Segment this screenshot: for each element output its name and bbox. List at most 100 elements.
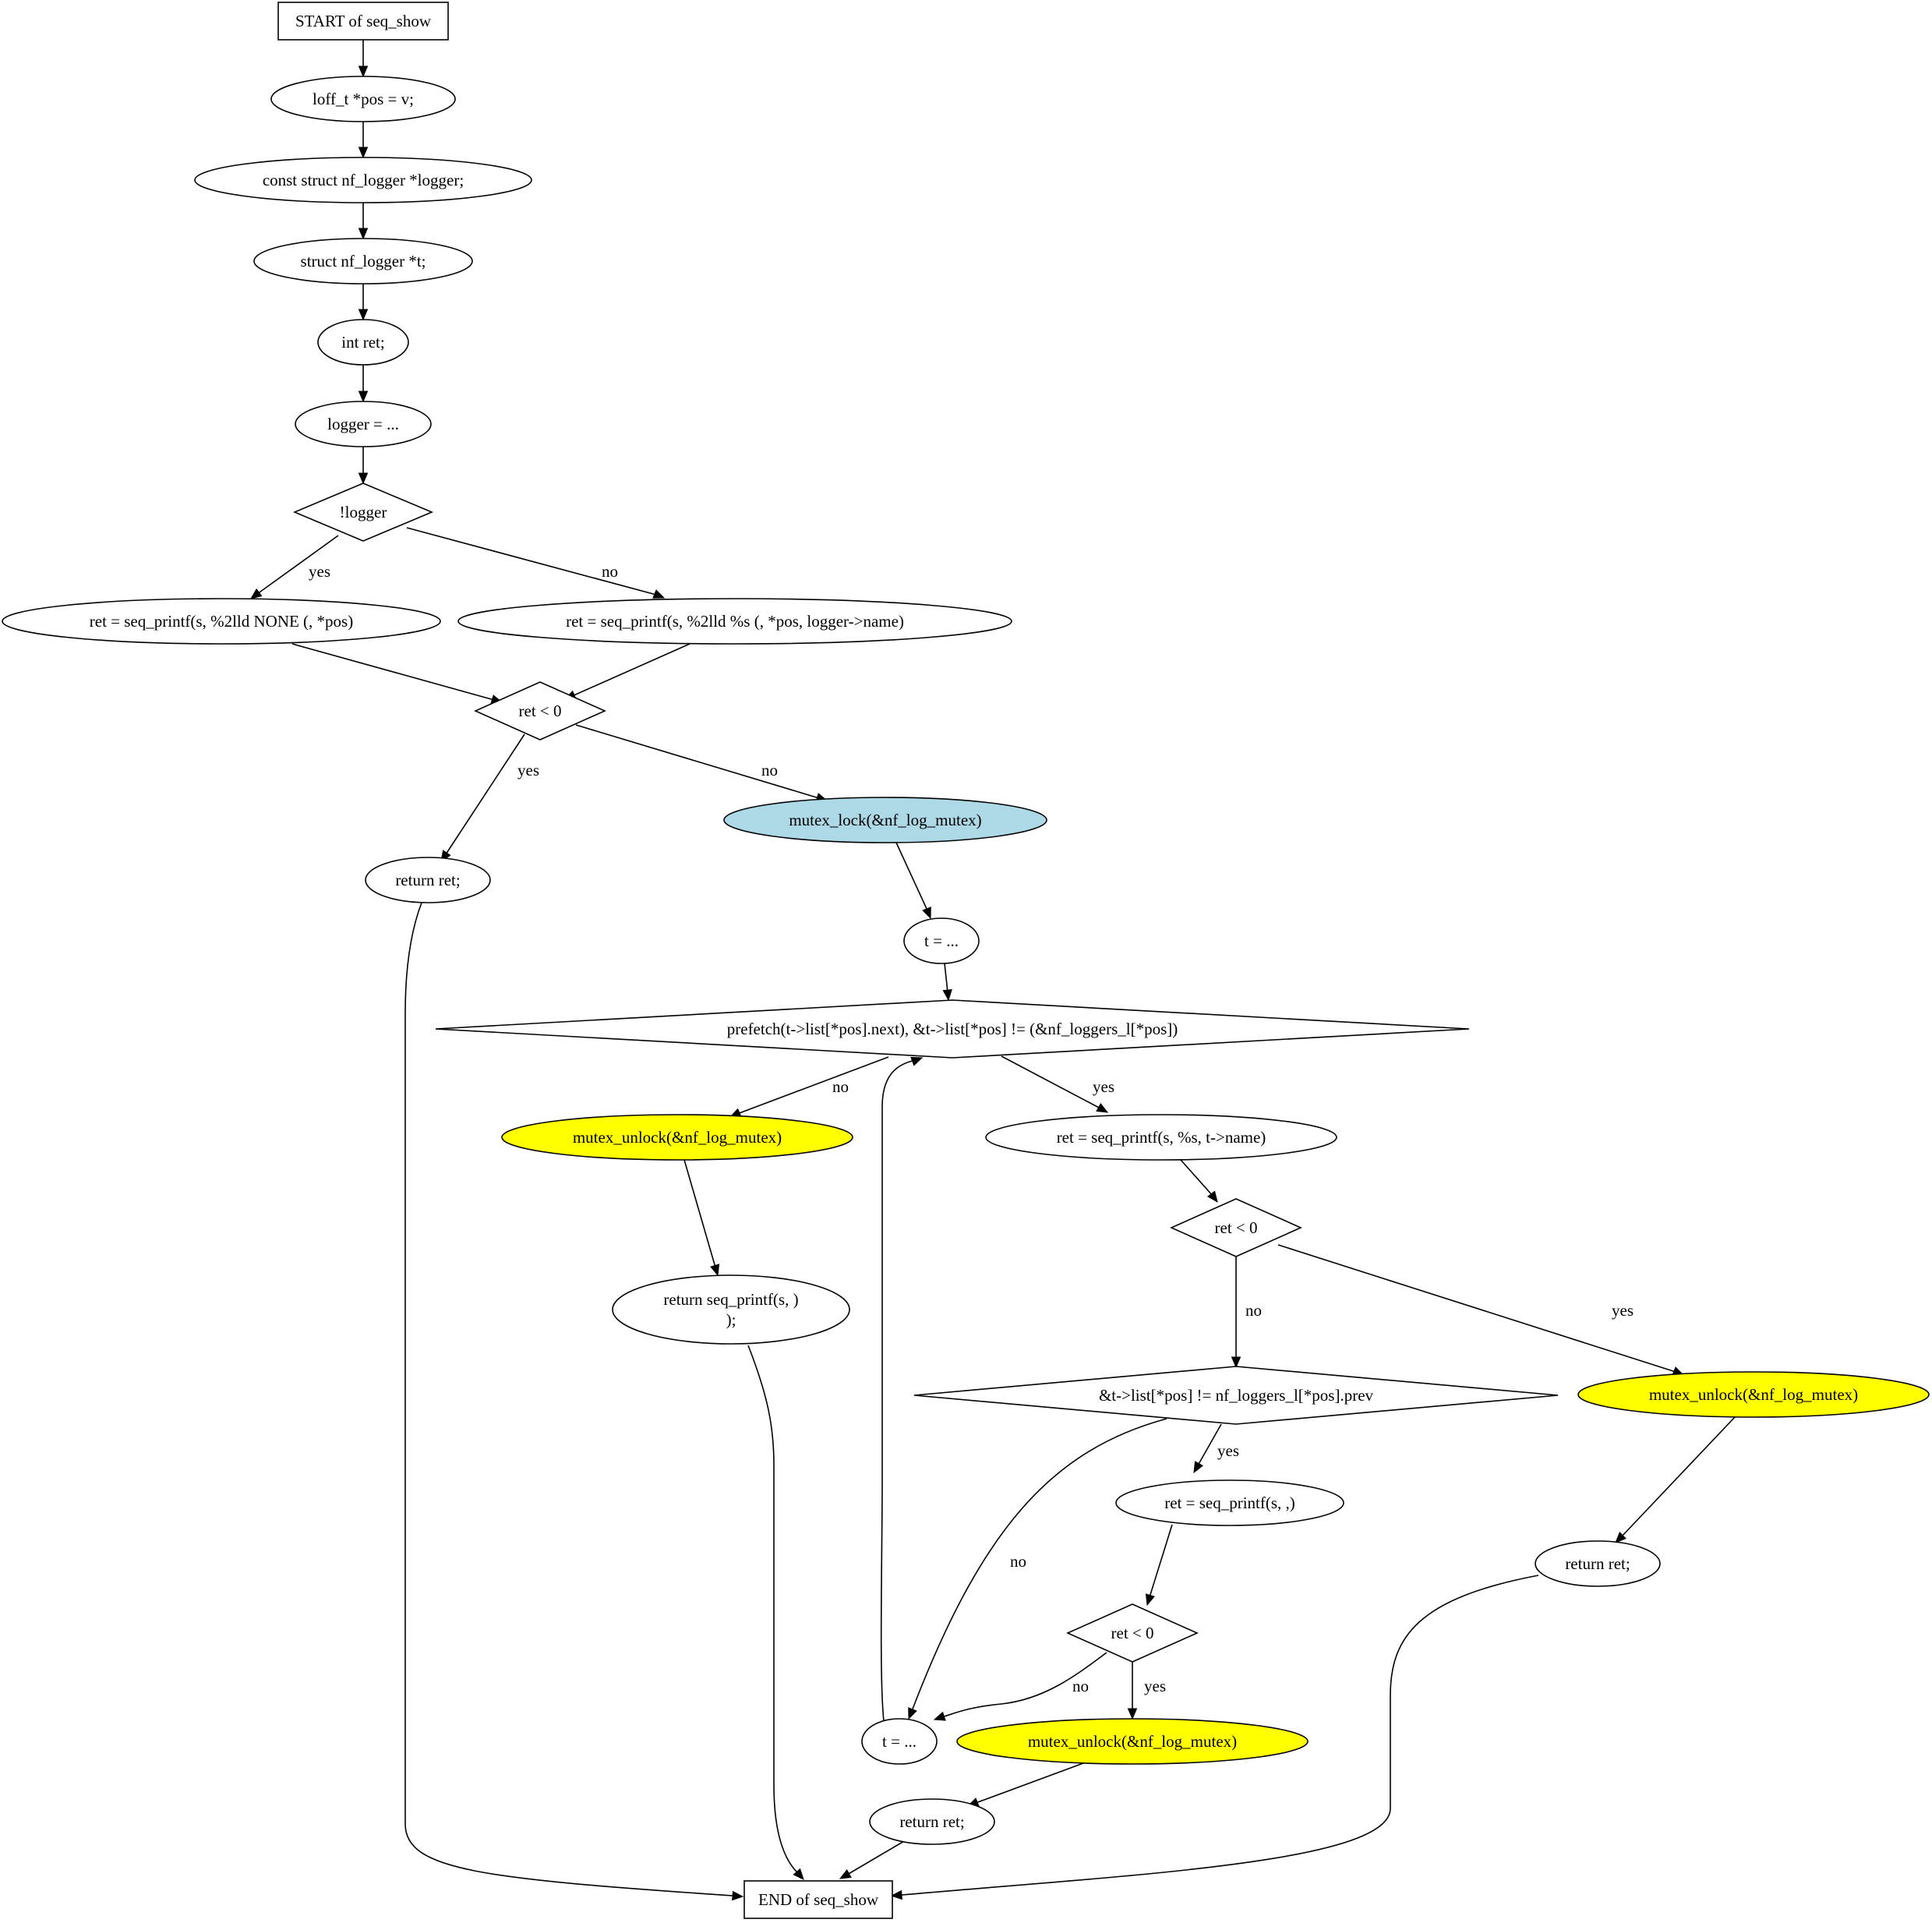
node-ellipse xyxy=(501,1114,853,1161)
edge-return_ret_b-to-end xyxy=(890,1575,1539,1900)
node-loop-cond: prefetch(t->list[*pos].next), &t->list[*… xyxy=(435,999,1470,1059)
node-diamond xyxy=(913,1366,1559,1425)
node-t-assign-a: t = ... xyxy=(903,917,980,964)
edge-ret_decl-to-logger_assign xyxy=(358,365,369,403)
arrowhead xyxy=(1206,1190,1218,1204)
node-ellipse xyxy=(869,1798,995,1845)
edge-line xyxy=(911,1418,1167,1712)
edge-line xyxy=(747,1345,799,1874)
node-ellipse xyxy=(1577,1371,1930,1418)
node-t-assign-b: t = ... xyxy=(861,1718,938,1765)
edge-line xyxy=(880,1059,917,1722)
arrowhead xyxy=(933,1711,946,1721)
node-label: struct nf_logger *t; xyxy=(301,252,426,270)
node-label: return ret; xyxy=(1565,1554,1630,1573)
edge-line xyxy=(975,1762,1084,1804)
node-diamond xyxy=(474,681,606,741)
node-label: ret = seq_printf(s, ,) xyxy=(1164,1494,1295,1512)
node-label: return seq_printf(s, ) xyxy=(663,1290,798,1309)
node-ret-lt0-b: ret < 0 xyxy=(1170,1198,1302,1257)
edge-printf_comma-to-ret_lt0_c xyxy=(1145,1524,1173,1607)
node-end: END of seq_show xyxy=(743,1880,893,1919)
node-label: ret = seq_printf(s, %2lld %s (, *pos, lo… xyxy=(566,612,904,631)
node-label: &t->list[*pos] != nf_loggers_l[*pos].pre… xyxy=(1099,1386,1374,1405)
node-ret-lt0-a: ret < 0 xyxy=(474,681,606,741)
edge-label: no xyxy=(602,562,618,581)
edge-line xyxy=(736,1056,889,1115)
node-label: ); xyxy=(726,1310,736,1329)
node-mutex-lock: mutex_lock(&nf_log_mutex) xyxy=(723,797,1047,843)
node-ret-decl: int ret; xyxy=(317,319,409,366)
edge-line xyxy=(895,842,928,911)
arrowhead xyxy=(652,589,666,599)
edge-ret_lt0_a-to-return_ret_a: yes xyxy=(440,733,539,863)
edge-label: no xyxy=(1245,1301,1262,1320)
node-printf-name: ret = seq_printf(s, %2lld %s (, *pos, lo… xyxy=(457,598,1012,645)
node-ellipse xyxy=(861,1718,938,1765)
edge-line xyxy=(256,535,339,595)
edge-line xyxy=(941,1652,1107,1718)
node-label: mutex_lock(&nf_log_mutex) xyxy=(789,811,981,829)
edge-line xyxy=(571,643,691,697)
node-ellipse xyxy=(253,238,473,285)
node-ellipse xyxy=(985,1114,1337,1161)
node-ellipse xyxy=(1115,1479,1344,1526)
arrowhead xyxy=(910,1056,924,1066)
edge-line xyxy=(406,527,657,596)
node-label: ret < 0 xyxy=(519,702,562,720)
edge-t_assign_b-to-loop_cond xyxy=(880,1056,924,1722)
node-diamond xyxy=(292,483,434,542)
edge-line xyxy=(683,1159,716,1268)
edge-line xyxy=(445,733,525,855)
node-printf-tname: ret = seq_printf(s, %s, t->name) xyxy=(985,1114,1337,1161)
arrowhead xyxy=(710,1264,720,1277)
node-logger-decl: const struct nf_logger *logger; xyxy=(194,157,532,203)
edge-line xyxy=(1197,1423,1222,1466)
node-label: ret < 0 xyxy=(1215,1218,1258,1237)
edge-line xyxy=(1277,1244,1676,1373)
edge-printf_none-to-ret_lt0_a xyxy=(291,643,503,705)
edge-label: yes xyxy=(1093,1077,1114,1096)
node-label: END of seq_show xyxy=(758,1890,879,1909)
node-unlock-c: mutex_unlock(&nf_log_mutex) xyxy=(956,1718,1309,1765)
edge-line xyxy=(1149,1524,1173,1598)
node-box xyxy=(277,2,449,41)
node-label: loff_t *pos = v; xyxy=(313,90,414,108)
edge-line xyxy=(1001,1055,1101,1109)
node-label: ret = seq_printf(s, %s, t->name) xyxy=(1057,1128,1266,1147)
arrowhead xyxy=(890,1889,902,1900)
node-return-ret-b: return ret; xyxy=(1535,1540,1661,1587)
node-ellipse xyxy=(317,319,409,366)
edge-ret_lt0_c-to-t_assign_b: no xyxy=(933,1652,1107,1721)
edge-return_printf-to-end xyxy=(747,1345,804,1880)
node-ellipse xyxy=(612,1274,850,1345)
arrowhead xyxy=(358,147,369,159)
arrowhead xyxy=(793,1868,804,1880)
edge-not_logger-to-printf_none: yes xyxy=(249,535,339,599)
node-ellipse xyxy=(723,797,1047,843)
node-ellipse xyxy=(365,857,491,903)
node-logger-assign: logger = ... xyxy=(295,401,432,447)
arrowhead xyxy=(358,228,369,240)
node-label: return ret; xyxy=(899,1812,964,1831)
edge-label: yes xyxy=(517,761,539,779)
node-label: int ret; xyxy=(341,333,384,352)
edge-t_assign_a-to-loop_cond xyxy=(942,963,952,1002)
edge-unlock_c-to-return_ret_c xyxy=(966,1762,1084,1807)
edge-line xyxy=(291,643,495,701)
edge-printf_tname-to-ret_lt0_b xyxy=(1180,1159,1218,1204)
edge-unlock_b-to-return_ret_b xyxy=(1615,1416,1736,1543)
edge-label: yes xyxy=(309,562,330,581)
node-return-printf: return seq_printf(s, )); xyxy=(612,1274,850,1345)
node-prev-cond: &t->list[*pos] != nf_loggers_l[*pos].pre… xyxy=(913,1366,1559,1425)
node-diamond xyxy=(1170,1198,1302,1257)
arrowhead xyxy=(942,988,952,1002)
node-printf-none: ret = seq_printf(s, %2lld NONE (, *pos) xyxy=(2,598,441,645)
node-label: mutex_unlock(&nf_log_mutex) xyxy=(573,1128,782,1147)
node-ellipse xyxy=(903,917,980,964)
arrowhead xyxy=(1615,1532,1626,1543)
edge-label: no xyxy=(761,761,778,779)
node-printf-comma: ret = seq_printf(s, ,) xyxy=(1115,1479,1344,1526)
arrowhead xyxy=(358,65,369,78)
